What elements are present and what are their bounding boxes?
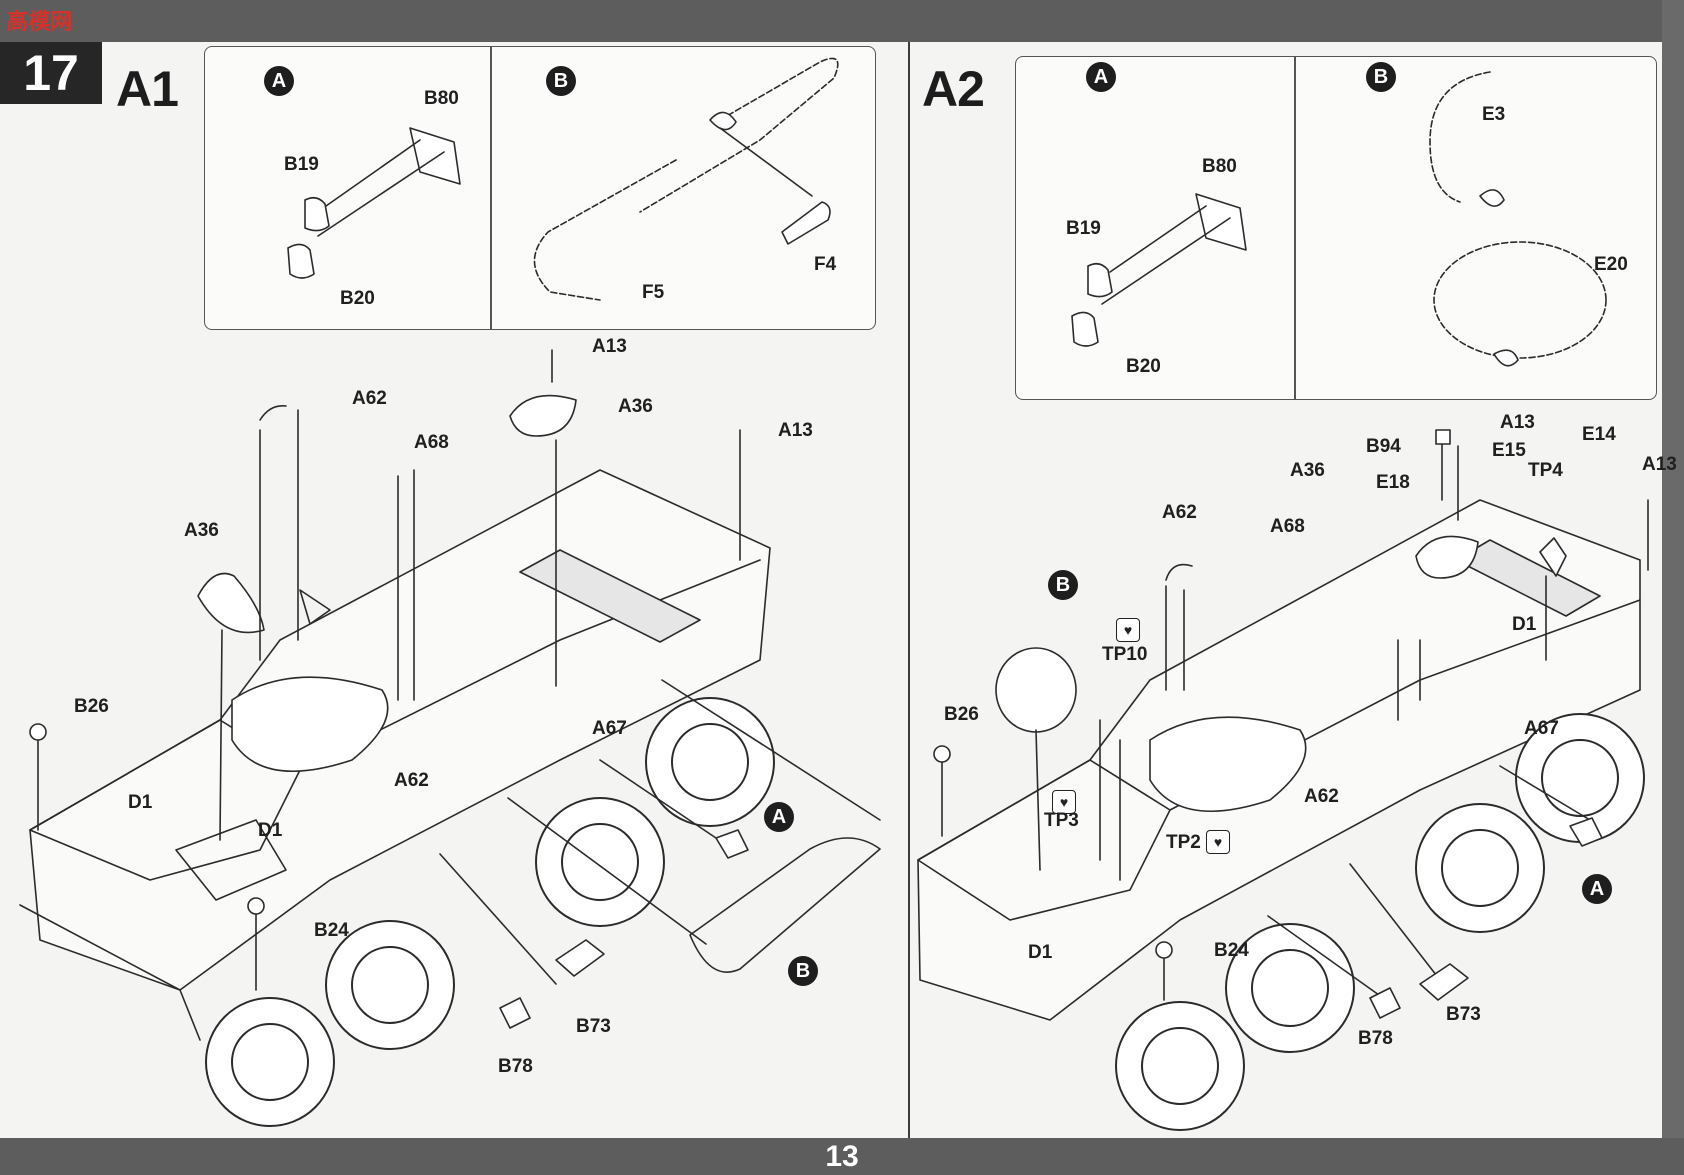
right-callout-a-label-b20: B20 bbox=[1126, 356, 1161, 377]
left-callout-b-cable-parts bbox=[533, 57, 839, 301]
left-callout-a-label-b19: B19 bbox=[284, 154, 319, 175]
page-divider bbox=[908, 42, 910, 1138]
right-callout-b-label-e3: E3 bbox=[1482, 104, 1506, 125]
right-callout-a-label-b80: B80 bbox=[1202, 156, 1237, 177]
right-label-tp4: TP4 bbox=[1528, 460, 1563, 481]
right-label-b78: B78 bbox=[1358, 1028, 1393, 1049]
variant-title-left: A1 bbox=[116, 61, 179, 117]
left-label-b78: B78 bbox=[498, 1056, 533, 1077]
right-callout-b-cable-parts bbox=[1429, 71, 1607, 367]
right-wheels bbox=[1115, 713, 1645, 1131]
right-label-a68: A68 bbox=[1270, 516, 1305, 537]
right-label-d1-right: D1 bbox=[1512, 614, 1537, 635]
right-vehicle-hull bbox=[917, 499, 1641, 1021]
left-label-a13-right: A13 bbox=[778, 420, 813, 441]
right-label-e14: E14 bbox=[1582, 424, 1616, 445]
left-label-b26: B26 bbox=[74, 696, 109, 717]
right-callout-a-bracket-parts bbox=[1071, 193, 1247, 347]
watermark-logo: 高模网 bbox=[6, 10, 73, 35]
right-label-a13-top: A13 bbox=[1500, 412, 1535, 433]
right-label-b24: B24 bbox=[1214, 940, 1249, 961]
right-parts-and-arrows bbox=[933, 429, 1649, 1019]
right-label-b94: B94 bbox=[1366, 436, 1401, 457]
right-label-b73: B73 bbox=[1446, 1004, 1481, 1025]
callout-panel-left-split bbox=[490, 47, 492, 329]
right-label-a13-right: A13 bbox=[1642, 454, 1677, 475]
tp3-icon: ♥ bbox=[1052, 790, 1076, 814]
left-callout-b-marker: B bbox=[546, 66, 576, 96]
left-label-a13-top: A13 bbox=[592, 336, 627, 357]
right-marker-a: A bbox=[1582, 874, 1612, 904]
left-parts-and-arrows bbox=[29, 349, 881, 1029]
right-callout-a-label-b19: B19 bbox=[1066, 218, 1101, 239]
left-callout-b-label-f4: F4 bbox=[814, 254, 837, 275]
tp10-icon: ♥ bbox=[1116, 618, 1140, 642]
left-vehicle-hull bbox=[19, 469, 771, 1041]
left-label-a36-top: A36 bbox=[618, 396, 653, 417]
left-label-d1-left: D1 bbox=[128, 792, 153, 813]
right-label-e18: E18 bbox=[1376, 472, 1410, 493]
left-callout-b-label-f5: F5 bbox=[642, 282, 665, 303]
right-label-tp10: TP10 bbox=[1102, 644, 1148, 665]
right-marker-b: B bbox=[1048, 570, 1078, 600]
callout-panel-right bbox=[1015, 56, 1657, 400]
left-label-a62-top: A62 bbox=[352, 388, 387, 409]
right-callout-a-marker: A bbox=[1086, 62, 1116, 92]
left-label-b73: B73 bbox=[576, 1016, 611, 1037]
callout-panel-left bbox=[204, 46, 876, 330]
left-wheels bbox=[205, 697, 775, 1127]
left-label-d1-mid: D1 bbox=[258, 820, 283, 841]
page-number: 13 bbox=[825, 1140, 859, 1173]
right-label-a62-top: A62 bbox=[1162, 502, 1197, 523]
left-callout-a-label-b80: B80 bbox=[424, 88, 459, 109]
right-label-tp3: TP3 bbox=[1044, 810, 1079, 831]
left-marker-a: A bbox=[764, 802, 794, 832]
right-callout-b-label-e20: E20 bbox=[1594, 254, 1628, 275]
left-label-a67: A67 bbox=[592, 718, 627, 739]
left-label-a62-mid: A62 bbox=[394, 770, 429, 791]
step-number: 17 bbox=[0, 42, 102, 104]
right-label-tp2: TP2 bbox=[1166, 832, 1201, 853]
right-label-a36: A36 bbox=[1290, 460, 1325, 481]
left-marker-b: B bbox=[788, 956, 818, 986]
right-label-d1-bottom: D1 bbox=[1028, 942, 1053, 963]
bottom-bar bbox=[0, 1138, 1684, 1175]
tp2-icon: ♥ bbox=[1206, 830, 1230, 854]
right-label-b26: B26 bbox=[944, 704, 979, 725]
left-callout-a-label-b20: B20 bbox=[340, 288, 375, 309]
top-bar bbox=[0, 0, 1684, 42]
right-label-e15: E15 bbox=[1492, 440, 1526, 461]
right-label-a62-mid: A62 bbox=[1304, 786, 1339, 807]
left-label-b24: B24 bbox=[314, 920, 349, 941]
right-callout-b-marker: B bbox=[1366, 62, 1396, 92]
left-callout-a-bracket-parts bbox=[287, 127, 461, 279]
callout-panel-right-split bbox=[1294, 57, 1296, 399]
left-label-a68: A68 bbox=[414, 432, 449, 453]
page-edge-shadow bbox=[1662, 0, 1684, 1175]
left-label-a36-left: A36 bbox=[184, 520, 219, 541]
variant-title-right: A2 bbox=[922, 61, 985, 117]
left-callout-a-marker: A bbox=[264, 66, 294, 96]
right-label-a67: A67 bbox=[1524, 718, 1559, 739]
